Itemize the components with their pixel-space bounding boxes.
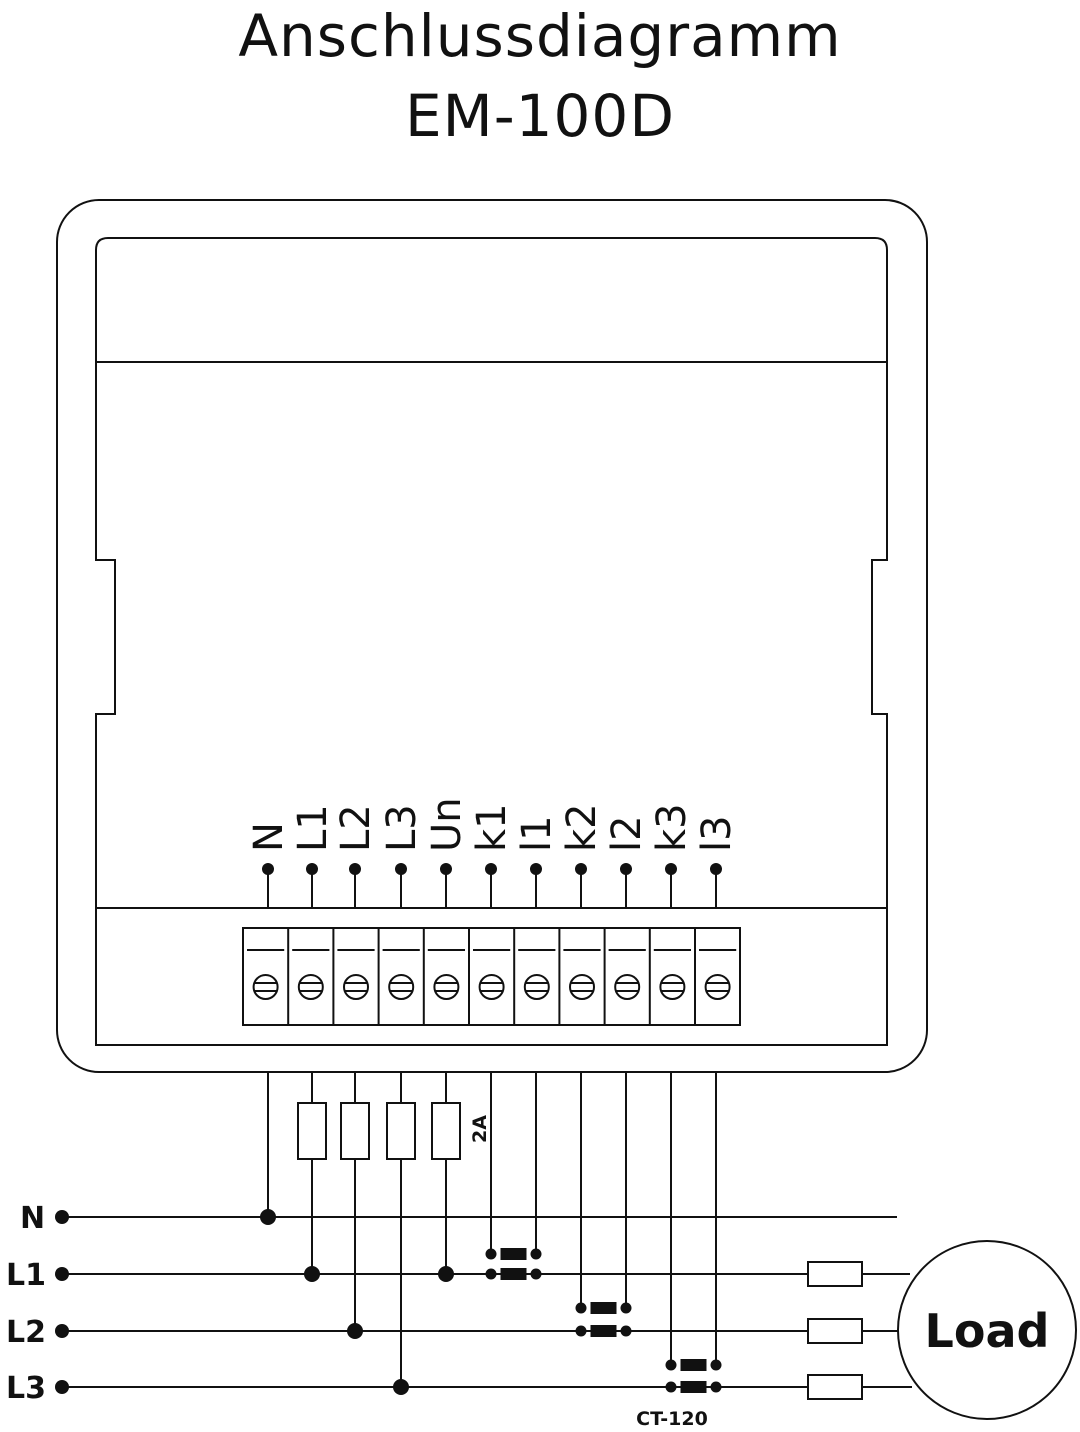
terminal-screw [252, 974, 279, 1000]
terminal-screw [659, 974, 686, 1000]
terminal-screw [343, 974, 369, 1000]
terminal-label-l2: L2 [333, 804, 379, 852]
load-fuse [807, 1318, 863, 1344]
terminal-label-l1: l1 [514, 815, 560, 852]
ct-terminal-dot [620, 1325, 632, 1337]
current-transformer-label: CT-120 [636, 1408, 708, 1430]
terminal-screw [523, 974, 550, 1000]
current-transformer-core [680, 1359, 707, 1371]
wire-junction-dot [438, 1266, 454, 1282]
wire-junction-dot [347, 1323, 363, 1339]
ct-terminal-dot [665, 1359, 677, 1371]
ct-terminal-dot [485, 1268, 497, 1280]
terminal-pin-dot [575, 863, 587, 875]
terminal-pin-dot [710, 863, 722, 875]
fuse-rating-label: 2A [469, 1115, 491, 1143]
ct-terminal-dot [575, 1302, 587, 1314]
load-circle [897, 1240, 1077, 1420]
ct-terminal-dot [665, 1381, 677, 1393]
fuse [431, 1102, 461, 1160]
phase-label-l1: L1 [6, 1258, 46, 1293]
terminal-pin-dot [665, 863, 677, 875]
current-transformer-core [500, 1268, 527, 1280]
terminal-pin-dot [440, 863, 452, 875]
terminal-screw [388, 974, 415, 1000]
terminal-screw [297, 974, 324, 1000]
fuse [340, 1102, 370, 1160]
ct-terminal-dot [575, 1325, 587, 1337]
terminal-label-k1: k1 [469, 803, 515, 852]
terminal-label-l1: L1 [290, 804, 336, 852]
terminal-screw [614, 974, 641, 1000]
current-transformer-core [680, 1381, 707, 1393]
terminal-screw [704, 974, 731, 1000]
load-fuse [807, 1374, 863, 1400]
terminal-screw [569, 974, 595, 1000]
wire-junction-dot [260, 1209, 276, 1225]
wire-junction-dot [304, 1266, 320, 1282]
terminal-label-l3: L3 [379, 804, 425, 852]
load-label: Load [925, 1304, 1050, 1358]
model-title: EM-100D [405, 82, 675, 150]
device-inner-frame [95, 237, 888, 1046]
terminal-pin-dot [620, 863, 632, 875]
terminal-label-n: N [246, 822, 292, 852]
load-fuse [807, 1261, 863, 1287]
terminal-label-k2: k2 [559, 803, 605, 852]
terminal-label-l3: l3 [694, 815, 740, 852]
phase-label-l2: L2 [6, 1315, 46, 1350]
ct-terminal-dot [620, 1302, 632, 1314]
terminal-pin-dot [262, 863, 274, 875]
terminal-pin-dot [349, 863, 361, 875]
fuse [297, 1102, 327, 1160]
terminal-block [242, 927, 741, 1026]
terminal-label-un: Un [424, 797, 470, 852]
current-transformer-core [590, 1325, 617, 1337]
terminal-pin-dot [306, 863, 318, 875]
ct-terminal-dot [710, 1359, 722, 1371]
phase-label-n: N [20, 1201, 45, 1236]
terminal-pin-dot [530, 863, 542, 875]
terminal-screw [433, 974, 460, 1000]
terminal-label-l2: l2 [604, 815, 650, 852]
terminal-label-k3: k3 [649, 803, 695, 852]
ct-terminal-dot [530, 1248, 542, 1260]
phase-label-l3: L3 [6, 1371, 46, 1406]
diagram-title: Anschlussdiagramm [238, 2, 842, 70]
terminal-pin-dot [485, 863, 497, 875]
terminal-screw [478, 974, 505, 1000]
current-transformer-core [590, 1302, 617, 1314]
ct-terminal-dot [530, 1268, 542, 1280]
ct-terminal-dot [485, 1248, 497, 1260]
wire-junction-dot [393, 1379, 409, 1395]
fuse [386, 1102, 416, 1160]
device-outer-frame [56, 199, 928, 1073]
terminal-pin-dot [395, 863, 407, 875]
current-transformer-core [500, 1248, 527, 1260]
ct-terminal-dot [710, 1381, 722, 1393]
